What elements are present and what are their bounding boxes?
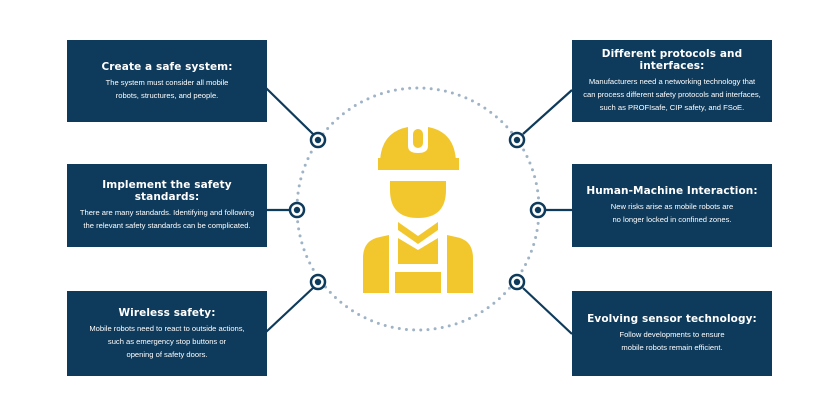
card-line: Mobile robots need to react to outside a… <box>89 323 245 333</box>
card-line: There are many standards. Identifying an… <box>79 208 255 217</box>
card-line: no longer locked in confined zones. <box>612 215 732 224</box>
card-line: the relevant safety standards can be com… <box>83 221 251 230</box>
card-line: such as PROFIsafe, CIP safety, and FSoE. <box>599 103 745 112</box>
node-mid-left-icon <box>288 201 306 219</box>
card-body: Mobile robots need to react to outside a… <box>89 322 244 361</box>
card-title: Implement the safety standards: <box>102 179 232 203</box>
card-line: can process different safety protocols a… <box>583 90 761 99</box>
card-line: Follow developments to ensure <box>619 330 725 339</box>
card-line: The system must consider all mobile <box>105 77 229 87</box>
connector-top-left <box>265 87 314 135</box>
card-line: mobile robots remain efficient. <box>621 343 723 352</box>
card-title: Create a safe system: <box>101 60 233 73</box>
card-body: Follow developments to ensure mobile rob… <box>619 328 724 354</box>
card-implement-safety-standards: Implement the safety standards: There ar… <box>67 164 267 247</box>
node-bottom-left-icon <box>309 273 327 291</box>
card-evolving-sensor-technology: Evolving sensor technology: Follow devel… <box>572 291 772 376</box>
node-top-left-icon <box>309 131 327 149</box>
connector-lines <box>265 87 573 335</box>
connector-top-right <box>522 89 573 135</box>
card-body: The system must consider all mobile robo… <box>106 76 229 102</box>
card-body: Manufacturers need a networking technolo… <box>583 75 761 114</box>
construction-worker-icon <box>363 127 473 293</box>
connector-bottom-left <box>265 287 314 333</box>
card-line: robots, structures, and people. <box>115 90 219 100</box>
card-title: Evolving sensor technology: <box>587 313 757 325</box>
card-title: Different protocols and interfaces: <box>601 48 743 72</box>
card-create-safe-system: Create a safe system: The system must co… <box>67 40 267 122</box>
node-top-right-icon <box>508 131 526 149</box>
card-body: New risks arise as mobile robots are no … <box>611 200 733 226</box>
card-different-protocols: Different protocols and interfaces: Manu… <box>572 40 772 122</box>
connector-nodes <box>288 131 547 291</box>
card-line: Manufacturers need a networking technolo… <box>588 77 756 86</box>
card-wireless-safety: Wireless safety: Mobile robots need to r… <box>67 291 267 376</box>
card-line: opening of safety doors. <box>126 349 208 359</box>
card-title: Human-Machine Interaction: <box>586 185 758 197</box>
card-body: There are many standards. Identifying an… <box>80 206 254 232</box>
node-mid-right-icon <box>529 201 547 219</box>
card-human-machine-interaction: Human-Machine Interaction: New risks ari… <box>572 164 772 247</box>
card-line: New risks arise as mobile robots are <box>610 202 734 211</box>
connector-bottom-right <box>522 287 573 335</box>
node-bottom-right-icon <box>508 273 526 291</box>
card-title: Wireless safety: <box>118 306 216 319</box>
card-line: such as emergency stop buttons or <box>107 336 227 346</box>
